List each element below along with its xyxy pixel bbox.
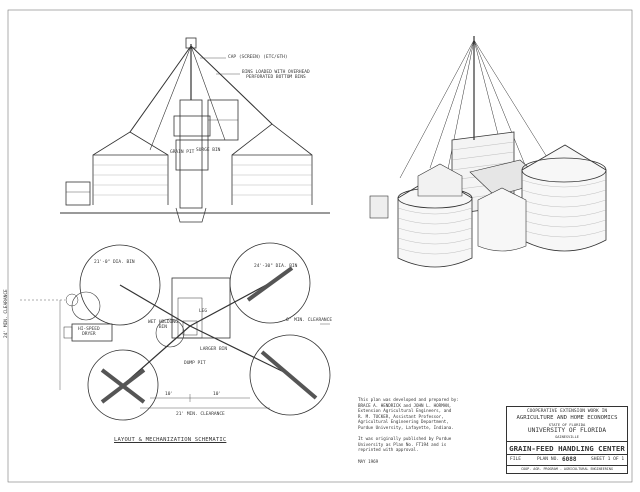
credit-line: It was originally published by Purdue: [358, 436, 452, 442]
credit-line: University as Plan No. FT194 and is: [358, 441, 447, 447]
dim-left-label: 10': [165, 392, 174, 397]
bin-note-label: BINS LOADED WITH OVERHEAD PERFORATED BOT…: [242, 70, 310, 80]
credit-line: Purdue University, Lafayette, Indiana.: [358, 424, 454, 430]
credit-line: Agricultural Engineering Department,: [358, 419, 449, 425]
leg-label: LEG: [199, 309, 208, 314]
plan-caption: LAYOUT & MECHANIZATION SCHEMATIC: [114, 437, 227, 443]
credit-date: MAY 1969: [358, 458, 379, 464]
plan-number: 6088: [562, 456, 577, 463]
title-block-line5: GAINESVILLE: [555, 435, 579, 439]
dump-pit-label: DUMP PIT: [184, 361, 206, 366]
dim-right-label: 10': [213, 392, 222, 397]
tower-cap-label: CAP (SCREEN) (ETC/GTH): [228, 55, 288, 60]
grain-pit-label: GRAIN PIT: [170, 150, 195, 155]
credit-line: Extension Agricultural Engineers, and: [358, 408, 452, 414]
credit-line: reprinted with approval.: [358, 447, 419, 453]
larger-bin-label: LARGER BIN: [200, 347, 228, 352]
title-block: COOPERATIVE EXTENSION WORK IN AGRICULTUR…: [506, 406, 628, 474]
credits-block: This plan was developed and prepared by:…: [358, 397, 498, 464]
perspective-view: [369, 36, 607, 268]
bin-dia-left-label: 21'-0" DIA. BIN: [94, 260, 135, 265]
hi-speed-dryer-label: HI-SPEED DRYER: [78, 327, 100, 337]
bin-dia-right-label: 24'-30" DIA. BIN: [254, 264, 298, 269]
file-label: FILE: [510, 457, 522, 462]
title-block-line1: COOPERATIVE EXTENSION WORK IN: [526, 409, 608, 414]
title-block-footer: COOP. AGR. PROGRAM - AGRICULTURAL ENGINE…: [521, 467, 613, 471]
sheet-number: SHEET 1 OF 1: [591, 457, 625, 462]
credit-line: BRACE A. HENDRICK and JOHN L. HORMAN,: [358, 402, 452, 408]
surge-bin-label: SURGE BIN: [196, 148, 221, 153]
sheet-border: [7, 9, 633, 483]
title-block-line4: UNIVERSITY OF FLORIDA: [527, 427, 607, 434]
clearance-right-label: 6' MIN. CLEARANCE: [286, 318, 333, 323]
drawing-title: GRAIN-FEED HANDLING CENTER: [509, 444, 625, 453]
plan-view: [20, 242, 331, 421]
elevation-view: [60, 37, 330, 223]
plan-label: PLAN NO.: [537, 457, 560, 462]
title-block-line3: STATE OF FLORIDA: [548, 422, 586, 427]
wet-holding-label: WET HOLDING BIN: [148, 320, 178, 330]
title-block-line2: AGRICULTURE AND HOME ECONOMICS: [516, 415, 618, 421]
clearance-left-label: 24' MIN. CLEARANCE: [4, 289, 9, 338]
credit-line: This plan was developed and prepared by:: [358, 397, 459, 402]
credit-line: R. M. TUCKER, Assistant Professor,: [358, 413, 444, 419]
bottom-clearance-label: 21' MIN. CLEARANCE: [176, 412, 225, 417]
